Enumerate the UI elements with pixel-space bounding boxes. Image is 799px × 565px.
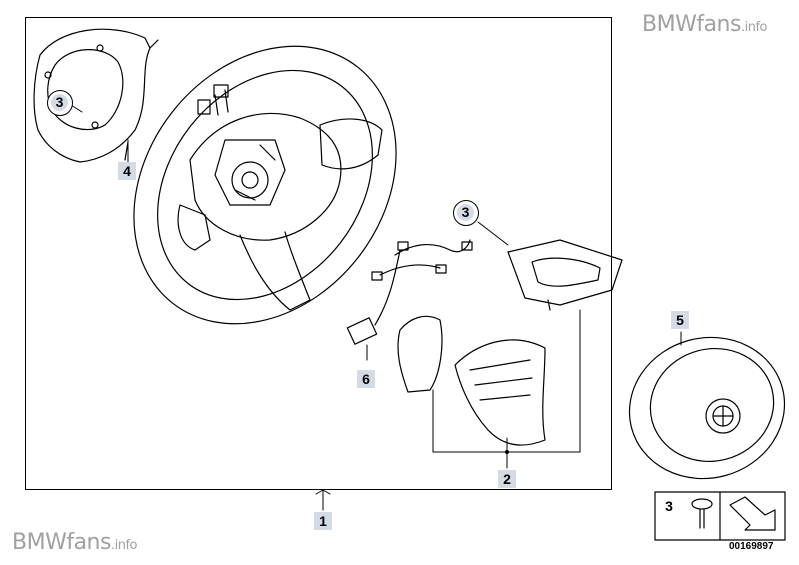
switch-cover-right-drawing — [507, 239, 623, 311]
watermark-brand: BMWfans — [642, 12, 741, 37]
watermark-suffix: .info — [740, 20, 768, 35]
circled-label-3-right: 3 — [453, 200, 479, 226]
watermark-top-right: BMWfans.info — [642, 12, 767, 37]
part-label-2: 2 — [498, 470, 516, 488]
watermark-bottom-left: BMWfans.info — [12, 530, 137, 555]
diagram-frame — [25, 17, 612, 490]
part-label-5: 5 — [671, 311, 689, 329]
watermark-brand: BMWfans — [12, 530, 111, 555]
part-label-3-detail: 3 — [665, 498, 673, 514]
part-label-4: 4 — [118, 162, 136, 180]
part-label-6: 6 — [357, 370, 375, 388]
part-label-1: 1 — [314, 512, 332, 530]
leader-lines — [70, 104, 682, 511]
spoke-covers-drawing — [397, 315, 546, 446]
circled-label-text: 3 — [51, 94, 68, 111]
airbag-drawing — [628, 336, 786, 480]
steering-wheel-drawing — [133, 45, 397, 325]
detail-box-drawing — [654, 491, 786, 541]
cable-harness-drawing — [346, 239, 473, 345]
diagram-reference-number: 00169897 — [729, 541, 774, 552]
circled-label-3-left: 3 — [47, 90, 73, 116]
circled-label-text: 3 — [457, 204, 474, 221]
watermark-suffix: .info — [110, 538, 138, 553]
